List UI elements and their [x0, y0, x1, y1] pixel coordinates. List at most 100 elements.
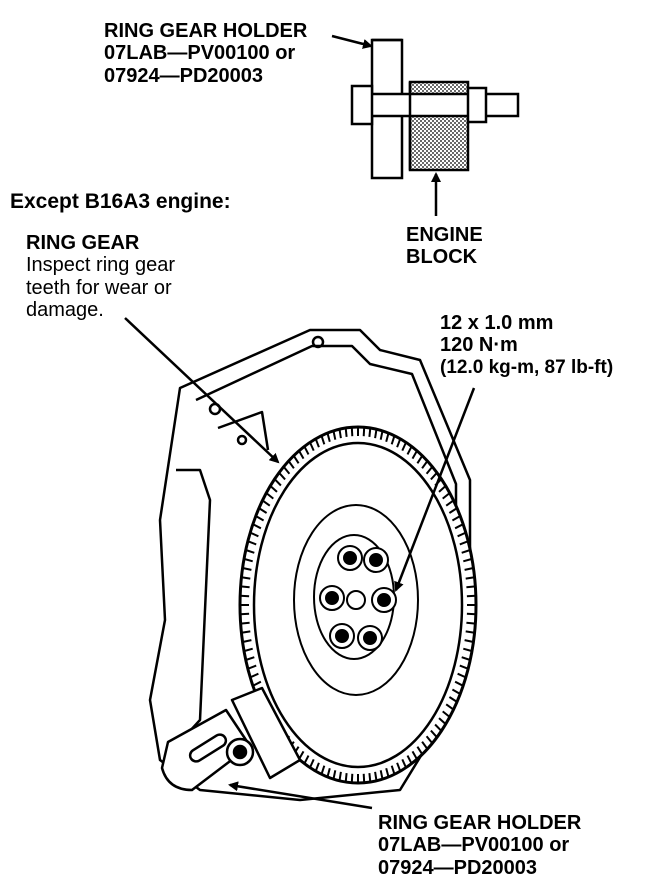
ring-gear-tooth — [463, 557, 473, 563]
ring-gear-tooth — [430, 472, 438, 481]
ring-gear-tooth — [451, 688, 461, 695]
ring-gear-tooth — [448, 507, 458, 514]
ring-gear-tooth — [240, 621, 250, 625]
ring-gear-tooth — [298, 450, 305, 460]
top-holder-title: RING GEAR HOLDER — [104, 20, 308, 42]
ring-gear-tooth — [287, 460, 295, 469]
ring-gear-tooth — [252, 680, 262, 687]
ring-gear-tooth — [390, 435, 396, 445]
ring-gear-tooth — [338, 429, 342, 439]
engine-block-label: ENGINE BLOCK — [406, 224, 483, 269]
ring-gear-tooth — [249, 531, 259, 538]
ring-gear-tooth — [247, 664, 257, 670]
top-holder-part2: 07924—PD20003 — [104, 64, 264, 87]
ring-gear-desc2: teeth for wear or — [26, 276, 172, 299]
ring-gear-tooth — [463, 647, 473, 653]
ring-gear-arrow — [124, 317, 280, 464]
ring-gear-tooth — [401, 441, 407, 452]
ring-gear-tooth — [368, 772, 372, 783]
ring-gear-tooth — [241, 630, 251, 634]
ring-gear-tooth — [461, 549, 471, 554]
torque-size: 12 x 1.0 mm — [440, 312, 554, 334]
ring-gear-tooth — [445, 703, 455, 711]
ring-gear-tooth — [309, 758, 315, 769]
bottom-holder-drawing — [160, 686, 302, 792]
ring-gear-tooth — [425, 466, 434, 475]
ring-gear-tooth — [332, 770, 337, 780]
ring-gear-tooth — [466, 594, 476, 598]
ring-gear-tooth — [442, 492, 451, 500]
flywheel-face — [252, 441, 464, 769]
ring-gear-tooth — [326, 767, 331, 778]
ring-gear-tooth — [368, 427, 372, 438]
top-holder-part1: 07LAB—PV00100 or — [104, 42, 296, 65]
bottom-holder-arrow — [228, 781, 373, 810]
ring-gear-tooth — [242, 639, 252, 643]
ring-gear-tooth — [464, 567, 474, 571]
bottom-holder-title: RING GEAR HOLDER — [378, 812, 582, 834]
ring-gear-tooth — [314, 438, 320, 448]
ring-gear-tooth — [350, 773, 354, 783]
ring-gear-tooth — [255, 515, 265, 522]
ring-gear-tooth — [416, 746, 424, 755]
ring-gear-tooth — [401, 758, 407, 769]
ring-gear-tooth — [265, 492, 274, 500]
ring-gear-tooth — [362, 773, 366, 783]
ring-gear-tooth — [464, 639, 474, 643]
flywheel-bolts — [319, 545, 397, 651]
ring-gear-tooth — [411, 750, 418, 760]
ring-gear-tooth — [240, 585, 250, 589]
ring-gear-tooth — [457, 672, 467, 679]
ring-gear-tooth — [344, 427, 348, 438]
ring-gear-tooth — [269, 485, 278, 493]
torque-arrow — [394, 387, 476, 592]
bottom-holder-part2: 07924—PD20003 — [378, 856, 538, 879]
ring-gear-tooth — [411, 450, 418, 460]
ring-gear-tooth — [243, 557, 253, 563]
ring-gear-tooth — [465, 630, 475, 634]
ring-gear-tooth — [421, 460, 429, 469]
ring-gear-tooth — [292, 455, 300, 464]
except-note: Except B16A3 engine: — [10, 190, 231, 213]
ring-gear-tooth — [245, 656, 255, 661]
ring-gear-tooth — [338, 771, 342, 781]
ring-gear-tooth — [379, 430, 384, 440]
ring-gear-tooth — [406, 755, 413, 765]
ring-gear-tooth — [466, 612, 476, 616]
ring-gear-tooth — [442, 710, 451, 718]
ring-gear-tooth — [320, 765, 326, 775]
ring-gear-tooth — [240, 612, 250, 616]
ring-gear-tooth — [390, 765, 396, 775]
ring-gear-tooth — [438, 485, 447, 493]
ring-gear-tooth — [374, 771, 378, 781]
ring-gear-tooth — [243, 647, 253, 653]
ring-gear-tooth — [320, 435, 326, 445]
ring-gear-tooth — [461, 656, 471, 661]
ring-gear-tooth — [282, 466, 291, 475]
ring-gear-tooth — [273, 478, 282, 487]
ring-gear-tooth — [309, 441, 315, 452]
holder-nut-left — [350, 84, 374, 126]
ring-gear-tooth — [465, 576, 475, 580]
ring-gear-tooth — [245, 549, 255, 554]
ring-gear-tooth — [303, 755, 310, 765]
ring-gear-desc3: damage. — [26, 299, 104, 322]
ring-gear-tooth — [326, 432, 331, 443]
ring-gear-desc1: Inspect ring gear — [26, 254, 175, 277]
ring-gear-tooth — [332, 430, 337, 440]
top-holder-label: RING GEAR HOLDER 07LAB—PV00100 or 07924—… — [104, 20, 307, 87]
ring-gear-tooth — [434, 723, 443, 732]
ring-gear-tooth — [451, 515, 461, 522]
ring-gear-tooth — [303, 445, 310, 455]
ring-gear-tooth — [258, 507, 268, 514]
ring-gear-tooth — [445, 499, 455, 507]
bottom-holder-part1: 07LAB—PV00100 or — [378, 834, 570, 857]
ring-gear-title: RING GEAR — [26, 232, 140, 254]
torque-spec-label: 12 x 1.0 mm 120 N·m (12.0 kg-m, 87 lb-ft… — [440, 312, 613, 378]
ring-gear-tooth — [406, 445, 413, 455]
ring-gear-tooth — [242, 567, 252, 571]
torque-alt: (12.0 kg-m, 87 lb-ft) — [440, 356, 614, 378]
ring-gear-tooth — [344, 772, 348, 783]
ring-gear-tooth — [457, 531, 467, 538]
